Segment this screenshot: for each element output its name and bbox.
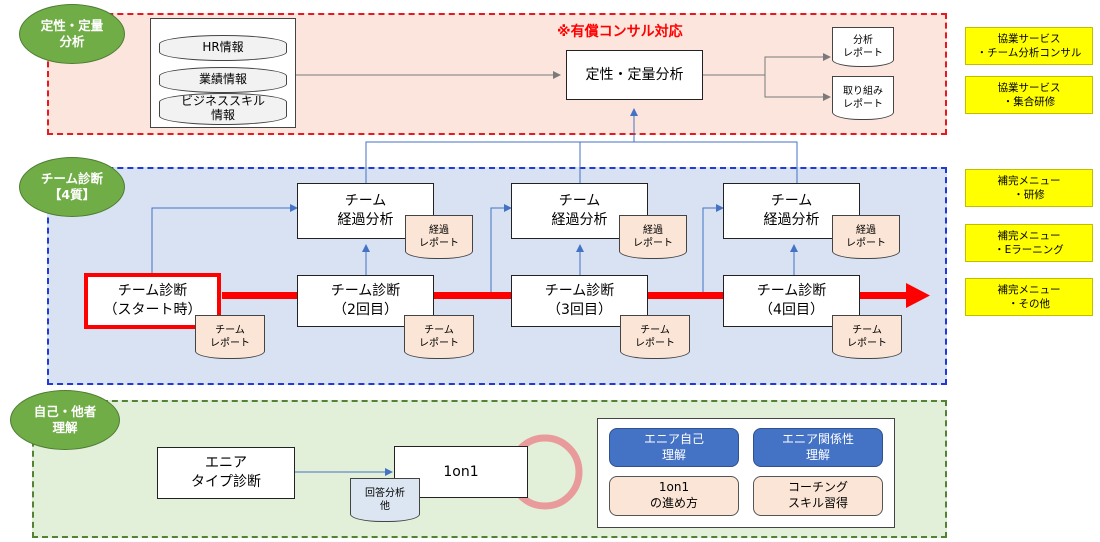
self-other-pill: 自己・他者 理解 [10, 390, 120, 450]
analysis-pill: 定性・定量 分析 [19, 4, 125, 64]
performance-info-database: 業績情報 [159, 67, 287, 93]
data-sources-panel: HR情報 業績情報 ビジネススキル 情報 [150, 18, 296, 128]
team-report-doc-2: チーム レポート [404, 315, 474, 359]
timeline-arrow-head [906, 283, 930, 308]
collab-team-consulting: 協業サービス ・チーム分析コンサル [965, 27, 1093, 65]
coaching-skill: コーチング スキル習得 [753, 476, 883, 516]
diagnosis-3rd-box: チーム診断 （3回目） [511, 275, 648, 327]
supplement-other: 補完メニュー ・その他 [965, 278, 1093, 316]
progress-report-doc-3: 経過 レポート [832, 215, 900, 259]
supplement-elearning: 補完メニュー ・Eラーニング [965, 224, 1093, 262]
collab-group-training: 協業サービス ・集合研修 [965, 76, 1093, 114]
team-report-doc-4: チーム レポート [832, 315, 902, 359]
hr-info-database: HR情報 [159, 35, 287, 61]
progress-report-doc-1: 経過 レポート [405, 215, 473, 259]
team-report-doc-1: チーム レポート [195, 315, 265, 359]
support-menu-panel: エニア自己 理解 エニア関係性 理解 1on1 の進め方 コーチング スキル習得 [597, 418, 895, 528]
team-diagnosis-pill: チーム診断 【4質】 [19, 157, 125, 217]
quant-qual-analysis-box: 定性・定量分析 [566, 50, 703, 100]
paid-consulting-note: ※有償コンサル対応 [557, 24, 683, 40]
one-on-one-howto: 1on1 の進め方 [609, 476, 739, 516]
business-skill-database: ビジネススキル 情報 [159, 93, 287, 125]
supplement-training: 補完メニュー ・研修 [965, 169, 1093, 207]
team-report-doc-3: チーム レポート [620, 315, 690, 359]
progress-report-doc-2: 経過 レポート [619, 215, 687, 259]
ennea-self-understanding: エニア自己 理解 [609, 428, 739, 467]
initiative-report-doc: 取り組み レポート [832, 76, 894, 120]
ennea-relationship-understanding: エニア関係性 理解 [753, 428, 883, 467]
answer-analysis-doc: 回答分析 他 [350, 478, 420, 522]
enneagram-diagnosis-box: エニア タイプ診断 [157, 447, 295, 499]
analysis-report-doc: 分析 レポート [832, 27, 894, 67]
